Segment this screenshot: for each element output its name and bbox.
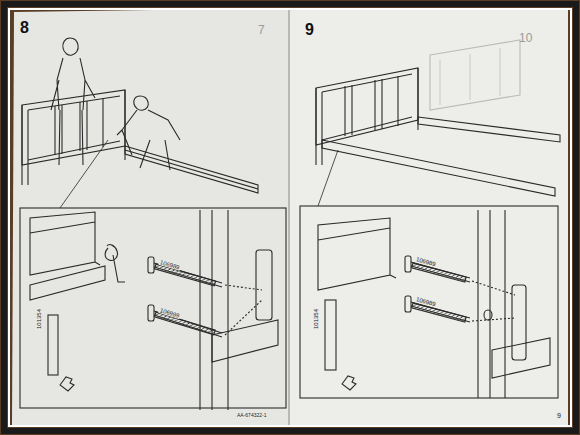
step-number: 8	[20, 20, 29, 36]
page-number: 9	[556, 412, 562, 419]
part-number: 101354	[36, 308, 42, 330]
page-number-faint: 10	[519, 32, 532, 44]
page-number-faint: 7	[258, 24, 265, 36]
step-number: 9	[305, 22, 314, 38]
document-code: AA-674322-1	[236, 413, 267, 418]
part-number: 101354	[313, 308, 319, 330]
